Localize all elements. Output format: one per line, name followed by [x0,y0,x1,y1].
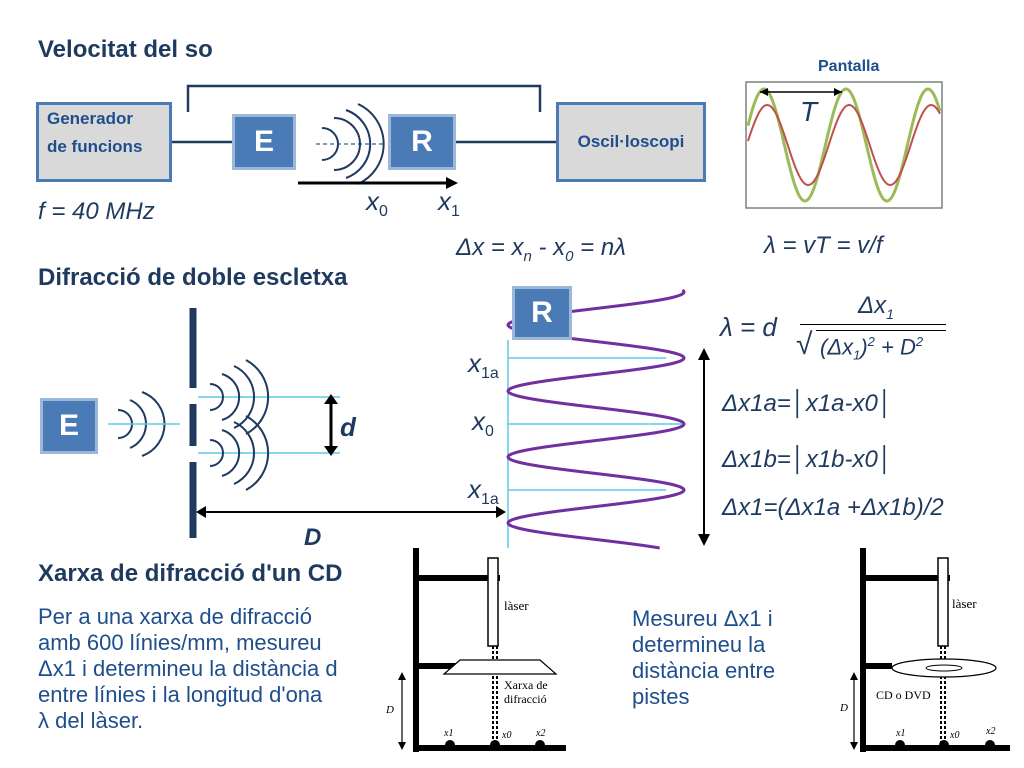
screen-distance-label: D [304,524,322,551]
wave-green [746,87,942,203]
frequency-label: f = 40 MHz [38,198,155,225]
lambda-formula: λ = d Δx1 √ (Δx1)2 + D2 [720,292,960,372]
section-title-double-slit: Difracció de doble escletxa [38,264,348,291]
x1-marker-1: x1 [444,728,454,739]
x1a-top-label: x1a [468,348,499,383]
distance-label-1: D [386,704,394,716]
equation-dx1b: Δx1b=│x1b-x0│ [722,446,893,473]
section-title-cd-grating: Xarxa de difracció d'un CD [38,560,343,587]
emitter-box: E [232,114,296,170]
distance-label-2: D [840,702,848,714]
cd-label: CD o DVD [876,688,931,702]
x1a-bottom-label: x1a [468,474,499,509]
wave-arc-2 [333,117,361,171]
wave-arc-1 [321,127,339,161]
section-title-sound-speed: Velocitat del so [38,36,213,63]
grating-label: Xarxa de difracció [504,678,548,706]
equation-dx1a: Δx1a=│x1a-x0│ [722,390,893,417]
laser-label-2: làser [952,596,977,611]
function-generator-box: Generador de funcions [36,102,172,182]
x0-marker-1: x0 [502,730,512,741]
x0-center-label: x0 [472,406,494,441]
emitter-box-2: E [40,398,98,454]
period-label: T [800,96,818,127]
oscilloscope-screen [745,81,943,209]
receiver-box: R [388,114,456,170]
generator-label-2: de funcions [47,137,143,156]
wire-top [186,84,542,112]
wave-arc-4 [357,103,385,185]
wave-red [747,103,941,187]
instructions-paragraph-2: Mesureu Δx1 i determineu la distància en… [632,606,776,709]
generator-label-1: Generador [47,109,133,128]
x2-marker-2: x2 [986,726,996,737]
x1-label: x1 [438,186,460,221]
wavelength-equation: λ = vT = v/f [764,232,883,259]
x2-marker-1: x2 [536,728,546,739]
laser-label-1: làser [504,598,529,613]
slit-distance-label: d [340,412,356,442]
delta-equation: Δx = xn - x0 = nλ [456,234,626,265]
equation-dx1: Δx1=(Δx1a +Δx1b)/2 [722,494,944,521]
screen-label: Pantalla [818,58,880,75]
receiver-box-2: R [512,286,572,340]
instructions-paragraph-1: Per a una xarxa de difracció amb 600 lín… [38,604,338,733]
oscilloscope-box: Oscil·loscopi [556,102,706,182]
x0-label: x0 [366,186,388,221]
x1-marker-2: x1 [896,728,906,739]
x0-marker-2: x0 [950,730,960,741]
wave-arc-3 [345,109,372,179]
